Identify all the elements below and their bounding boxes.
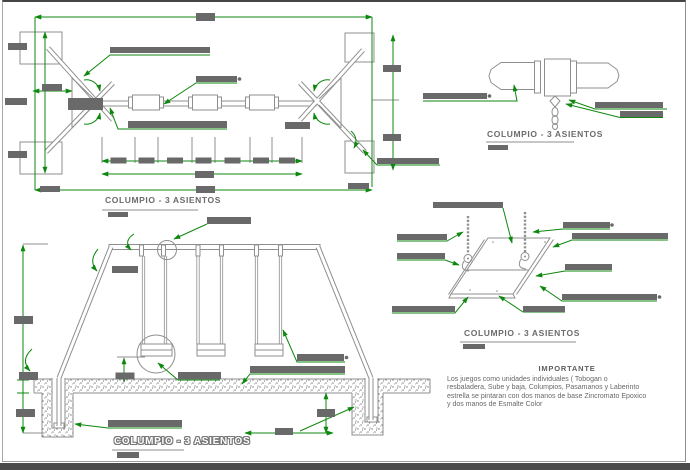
important-note: IMPORTANTE Los juegos como unidades indi…	[447, 364, 687, 409]
top-rail-detail-linework	[423, 58, 667, 150]
elevation-view-title: COLUMPIO - 3 ASIENTOS	[114, 436, 251, 447]
sheet-border-frame	[2, 0, 686, 462]
seat-chains	[466, 212, 527, 255]
ground-hatch	[34, 379, 430, 393]
elevation-view-linework	[14, 217, 431, 458]
plan-view-title: COLUMPIO - 3 ASIENTOS	[105, 195, 222, 205]
detail-callout-circle-top	[157, 240, 177, 260]
seat-detail-title: COLUMPIO - 3 ASIENTOS	[464, 328, 581, 338]
plan-redacted-labels	[5, 13, 439, 193]
top-detail-redacted-labels	[423, 93, 663, 117]
bottom-bar	[0, 463, 690, 470]
plan-view-linework	[5, 13, 440, 217]
important-note-heading: IMPORTANTE	[538, 364, 596, 373]
important-note-line: y dos manos de Esmalte Color	[447, 400, 543, 408]
seat-detail-redacted-labels	[392, 202, 668, 312]
seat-detail-linework	[392, 202, 668, 349]
detail-callout-circle-seat	[136, 334, 176, 374]
elevation-redacted-labels	[14, 217, 349, 435]
top-rail-detail-title: COLUMPIO - 3 ASIENTOS	[487, 129, 604, 139]
important-note-line: estrella se pintaran con dos manos de ba…	[447, 392, 647, 400]
important-note-line: resbaladera, Sube y baja, Columpios, Pas…	[447, 384, 640, 392]
important-note-line: Los juegos como unidades individuales ( …	[447, 376, 608, 383]
